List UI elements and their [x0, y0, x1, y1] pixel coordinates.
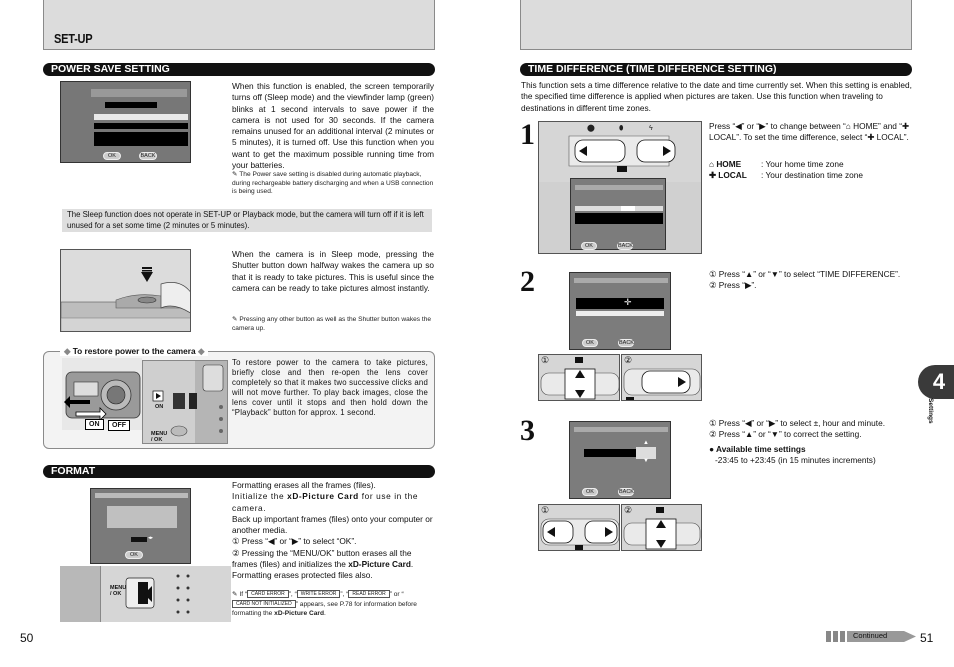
power-save-lcd: OK BACK — [60, 81, 191, 163]
circle-1-label: ① — [541, 505, 550, 515]
local-label: ✚ LOCAL — [709, 170, 747, 181]
step-3-lcd: ▲ ▼ OK BACK — [569, 421, 671, 499]
chip-write-error: WRITE ERROR — [296, 590, 341, 599]
shutter-press-drawing — [61, 267, 190, 331]
menu-ok-drawing — [60, 566, 231, 622]
home-label: ⌂ HOME — [709, 159, 742, 169]
chip-card-error: CARD ERROR — [247, 590, 289, 599]
note-icon: ✎ — [232, 171, 238, 178]
step-2-number: 2 — [520, 265, 535, 298]
label-menu-format: MENU — [110, 585, 127, 591]
format-body-2: Initialize the xD-Picture Card for use i… — [232, 491, 419, 513]
power-save-body: When this function is enabled, the scree… — [232, 81, 434, 171]
circle-1-label: ① — [541, 355, 550, 365]
step-2-dial-2: ② — [621, 354, 702, 401]
svg-text:⬤: ⬤ — [587, 124, 595, 132]
step-1-lcd-ok: OK — [581, 242, 597, 250]
playback-drawing — [152, 361, 227, 443]
svg-text:ϟ: ϟ — [649, 125, 653, 132]
restore-body: To restore power to the camera to take p… — [232, 358, 428, 417]
home-local-legend: ⌂ HOME : Your home time zone ✚ LOCAL : You… — [709, 159, 913, 182]
continued-label: Continued — [853, 631, 888, 640]
left-header-box: SET-UP — [43, 0, 435, 50]
step-1-lcd: OK BACK — [570, 178, 666, 250]
label-ok-format: / OK — [110, 591, 122, 597]
format-step-2: ② Pressing the “MENU/OK” button erases a… — [232, 547, 414, 570]
power-save-note: ✎ The Power save setting is disabled dur… — [232, 171, 434, 196]
home-desc: : Your home time zone — [761, 159, 844, 169]
label-ok: / OK — [151, 437, 163, 443]
lens-cover-drawing — [64, 371, 141, 421]
section-title: SET-UP — [54, 31, 93, 46]
left-page-number: 50 — [20, 631, 34, 645]
step-3-line-1: ① Press “◀” or “▶” to select ±, hour and… — [709, 418, 885, 428]
format-step-1: ① Press “◀” or “▶” to select “OK”. — [232, 536, 357, 547]
available-settings-range: -23:45 to +23:45 (in 15 minutes incremen… — [715, 454, 876, 465]
label-menu: MENU — [151, 431, 168, 437]
circle-2-label: ② — [624, 355, 633, 365]
step-2-lcd-ok: OK — [582, 339, 598, 347]
format-body-3: Back up important frames (files) onto yo… — [232, 513, 433, 536]
format-note: ✎ If “CARD ERROR”, “WRITE ERROR”, “READ … — [232, 590, 417, 617]
chapter-tab: 4 — [918, 365, 954, 399]
label-off: OFF — [108, 420, 130, 431]
sleep-wake-note: ✎ Pressing any other button as well as t… — [232, 316, 432, 332]
menu-ok-illustration: MENU / OK — [60, 566, 231, 622]
step-3-number: 3 — [520, 414, 535, 447]
step-1-lcd-back: BACK — [617, 242, 633, 250]
format-lcd: ◂▸ OK — [90, 488, 191, 564]
format-body-4: Formatting erases protected files also. — [232, 570, 373, 581]
shutter-illustration — [60, 249, 191, 332]
step-2-line-2: ② Press “▶”. — [709, 280, 757, 291]
step-3-dial-2: ② — [621, 504, 702, 551]
step-1-number: 1 — [520, 118, 535, 151]
step-3-lcd-ok: OK — [582, 488, 598, 496]
format-body-1: Formatting erases all the frames (files)… — [232, 480, 376, 490]
dial-updown-drawing-2 — [623, 507, 701, 550]
step-2-lcd-back: BACK — [618, 339, 634, 347]
power-save-heading: POWER SAVE SETTING — [43, 63, 435, 76]
available-settings-heading: ● Available time settings — [709, 443, 806, 454]
chip-read-error: READ ERROR — [348, 590, 390, 599]
format-lcd-ok-button: OK — [125, 551, 143, 559]
step-3-dial-1: ① — [538, 504, 620, 551]
label-on-playback: ON — [155, 404, 164, 410]
playback-button-illustration: ON MENU / OK — [142, 360, 228, 444]
dial-leftright-drawing — [540, 518, 619, 550]
time-diff-intro: This function sets a time difference rel… — [521, 80, 912, 113]
dial-right-drawing — [623, 368, 701, 400]
step-3-text: ① Press “◀” or “▶” to select ±, hour and… — [709, 418, 913, 466]
step-2-text: ① Press “▲” or “▼” to select “TIME DIFFE… — [709, 269, 913, 292]
lens-cover-illustration — [62, 358, 142, 430]
step-2-lcd: ✛ OK BACK — [569, 272, 671, 350]
dial-updown-drawing — [540, 357, 619, 400]
lcd-ok-button: OK — [103, 152, 121, 160]
right-header-box — [520, 0, 912, 50]
step-1-camera: ⬤ ⬮ ϟ OK BACK — [538, 121, 702, 254]
step-3-lcd-back: BACK — [618, 488, 634, 496]
note-icon: ✎ — [232, 316, 238, 323]
format-text: Formatting erases all the frames (files)… — [232, 480, 434, 582]
format-heading: FORMAT — [43, 465, 435, 478]
circle-2-label: ② — [624, 505, 633, 515]
label-on: ON — [85, 419, 104, 430]
right-page-number: 51 — [920, 631, 934, 645]
sleep-notice-box: The Sleep function does not operate in S… — [62, 209, 432, 232]
step-1-text: Press “◀” or “▶” to change between “⌂ HO… — [709, 121, 909, 143]
lcd-back-button: BACK — [139, 152, 157, 160]
step-2-line-1: ① Press “▲” or “▼” to select “TIME DIFFE… — [709, 269, 901, 279]
sleep-notice-text: The Sleep function does not operate in S… — [67, 210, 424, 230]
note-icon: ✎ — [232, 591, 238, 598]
sleep-wake-body: When the camera is in Sleep mode, pressi… — [232, 249, 434, 293]
continued-arrow-icon — [826, 631, 916, 642]
step-2-dial-1: ① — [538, 354, 620, 401]
step-1-dial-drawing: ⬤ ⬮ ϟ — [539, 122, 701, 182]
chip-card-not-initialized: CARD NOT INITIALIZED — [232, 599, 296, 608]
local-desc: : Your destination time zone — [761, 170, 863, 181]
restore-heading: ◆ To restore power to the camera ◆ — [60, 346, 209, 356]
side-settings-label: Settings — [927, 398, 934, 424]
step-3-line-2: ② Press “▲” or “▼” to correct the settin… — [709, 429, 862, 440]
svg-text:⬮: ⬮ — [619, 124, 624, 132]
time-diff-heading: TIME DIFFERENCE (TIME DIFFERENCE SETTING… — [520, 63, 912, 76]
